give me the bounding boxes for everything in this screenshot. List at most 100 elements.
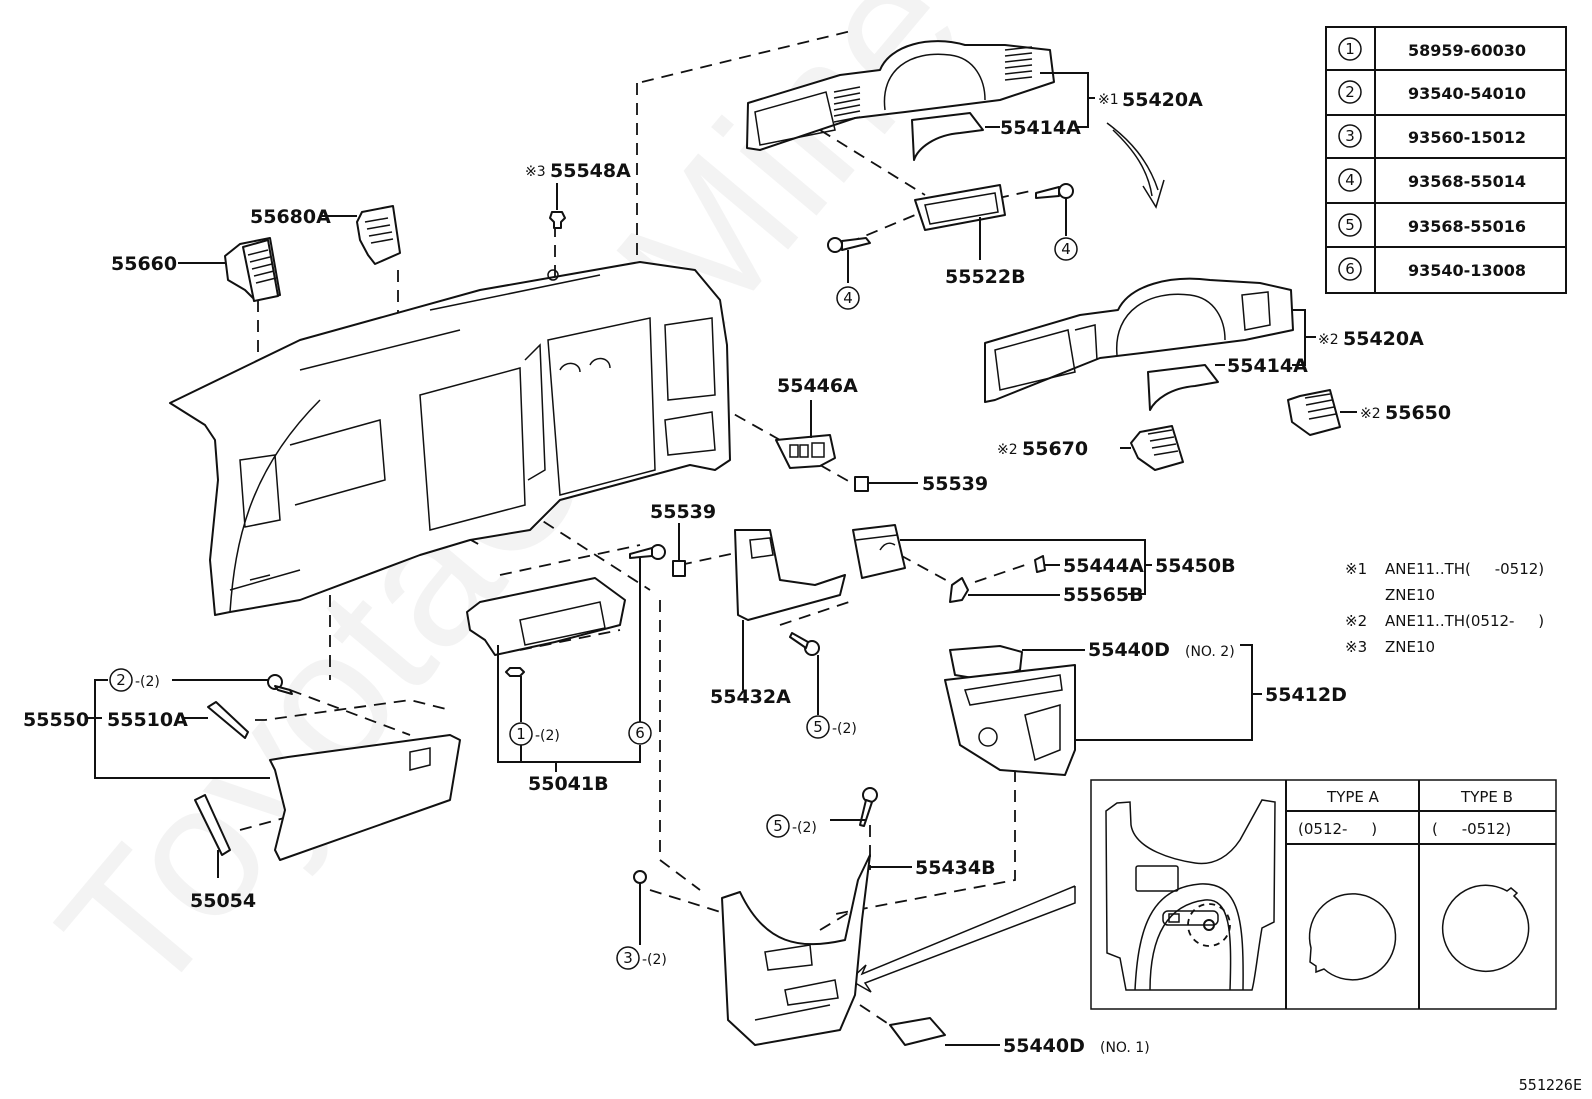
callout-6-box[interactable]: 6	[628, 721, 652, 745]
label-55414A-type1-text[interactable]: 55414A	[1000, 117, 1081, 139]
label-55440D-no1[interactable]: 55440D	[1003, 1035, 1085, 1057]
note-mark: ※3	[1345, 638, 1367, 656]
label-55446A[interactable]: 55446A	[777, 375, 858, 397]
note-text: ZNE10	[1385, 586, 1435, 604]
cup-holder-55450B	[852, 524, 1046, 603]
inset-detail-circle	[1187, 903, 1231, 947]
ref-number: 4	[1345, 171, 1355, 189]
part-number: 93540-13008	[1408, 261, 1526, 280]
label-55510A[interactable]: 55510A	[107, 709, 188, 731]
callout-qty: -(2)	[135, 674, 160, 690]
label-55434B[interactable]: 55434B	[915, 857, 996, 879]
label-55565B[interactable]: 55565B	[1063, 584, 1144, 606]
detail-arrow	[848, 885, 1076, 993]
label-55550[interactable]: 55550	[23, 709, 89, 731]
label-55670[interactable]: 55670	[1022, 438, 1088, 460]
ref-circle-5	[1338, 213, 1362, 237]
callout-5-low[interactable]: 5 -(2)	[766, 814, 817, 838]
applicability-notes: ※1 ANE11..TH( -0512) ZNE10 ※2 ANE11..TH(…	[1345, 560, 1544, 656]
label-55660[interactable]: 55660	[111, 253, 177, 275]
left-vent-opening	[239, 454, 281, 528]
ref-circle-1	[1338, 37, 1362, 61]
inset-panel-outline	[1105, 799, 1276, 991]
bezel-vent-grill	[833, 46, 1033, 123]
label-55440D-no2-suffix: (NO. 2)	[1185, 644, 1235, 660]
label-55539-b[interactable]: 55539	[650, 501, 716, 523]
type-a-shape	[1308, 893, 1397, 981]
parts-table-row: 3 93560-15012	[1338, 124, 1526, 148]
note-text: ANE11..TH(0512- )	[1385, 612, 1544, 630]
callout-ref: 4	[843, 289, 853, 307]
callout-ref: 1	[516, 725, 526, 743]
parts-reference-table: 1 58959-60030 2 93540-54010 3 93560-1501…	[1325, 26, 1567, 294]
callout-qty: -(2)	[642, 952, 667, 968]
label-prefix: ※3	[525, 164, 546, 180]
note-text: ANE11..TH( -0512)	[1385, 560, 1544, 578]
label-55450B[interactable]: 55450B	[1155, 555, 1236, 577]
part-number: 58959-60030	[1408, 41, 1526, 60]
screw-4-right	[1035, 183, 1074, 199]
label-55412D[interactable]: 55412D	[1265, 684, 1347, 706]
callout-1-box[interactable]: 1 -(2)	[509, 722, 560, 746]
hole-cover-55539-b	[672, 560, 686, 577]
callout-qty: -(2)	[832, 721, 857, 737]
label-55041B[interactable]: 55041B	[528, 773, 609, 795]
part-number: 93568-55016	[1408, 217, 1526, 236]
callout-4-left[interactable]: 4	[836, 286, 860, 310]
label-55548A[interactable]: 55548A	[550, 160, 631, 182]
label-55414A-type2[interactable]: 55414A	[1227, 355, 1308, 377]
cluster-bezel-type1	[746, 40, 1055, 161]
alternate-arrow	[1106, 122, 1165, 209]
screw-3	[633, 870, 647, 884]
label-55539-a[interactable]: 55539	[922, 473, 988, 495]
ref-circle-6	[1338, 257, 1362, 281]
vent-55650	[1287, 389, 1341, 436]
label-55444A[interactable]: 55444A	[1063, 555, 1144, 577]
label-55054[interactable]: 55054	[190, 890, 256, 912]
label-55680A[interactable]: 55680A	[250, 206, 331, 228]
callout-4-right[interactable]: 4	[1054, 237, 1078, 261]
label-prefix: ※2	[997, 442, 1018, 458]
note-mark: ※2	[1345, 612, 1367, 630]
ref-number: 5	[1345, 216, 1355, 234]
callout-2-glove[interactable]: 2 -(2)	[109, 668, 160, 692]
vent-55660	[224, 237, 281, 302]
label-55440D-no2[interactable]: 55440D	[1088, 639, 1170, 661]
screw-5-low	[859, 787, 878, 827]
ref-circle-2	[1338, 80, 1362, 104]
lock-55054	[194, 794, 231, 856]
screw-4-left	[827, 237, 871, 253]
label-55432A[interactable]: 55432A	[710, 686, 791, 708]
callout-ref: 3	[623, 949, 633, 967]
parts-table-row: 1 58959-60030	[1338, 37, 1526, 61]
center-display-55522B	[914, 184, 1006, 231]
label-55650[interactable]: 55650	[1385, 402, 1451, 424]
center-stack-opening	[547, 317, 656, 496]
clip-55548A	[549, 211, 566, 229]
inset-knob	[1203, 919, 1215, 931]
screw-5-mid	[789, 632, 820, 656]
callout-qty: -(2)	[792, 820, 817, 836]
part-number: 93568-55014	[1408, 172, 1526, 191]
callout-5-mid[interactable]: 5 -(2)	[806, 715, 857, 739]
label-55420A-type1[interactable]: 55420A	[1122, 89, 1203, 111]
damper-55510A	[207, 701, 249, 739]
label-prefix: ※2	[1318, 332, 1339, 348]
callout-ref: 4	[1061, 240, 1071, 258]
leader-lines	[85, 72, 1357, 1046]
parts-table-border	[1325, 26, 1567, 294]
type-a-title: TYPE A	[1326, 788, 1380, 806]
pocket-55440D-no2	[949, 645, 1023, 681]
note-text: ZNE10	[1385, 638, 1435, 656]
callout-3-low[interactable]: 3 -(2)	[616, 946, 667, 970]
side-panel-55432A	[734, 529, 846, 621]
ref-number: 1	[1345, 40, 1355, 58]
label-55440D-no1-suffix: (NO. 1)	[1100, 1040, 1150, 1056]
label-55522B[interactable]: 55522B	[945, 266, 1026, 288]
ref-circle-3	[1338, 124, 1362, 148]
center-cavity	[419, 367, 526, 531]
label-55420A-type2[interactable]: 55420A	[1343, 328, 1424, 350]
instrument-panel-main	[169, 261, 731, 616]
callout-ref: 5	[773, 817, 783, 835]
